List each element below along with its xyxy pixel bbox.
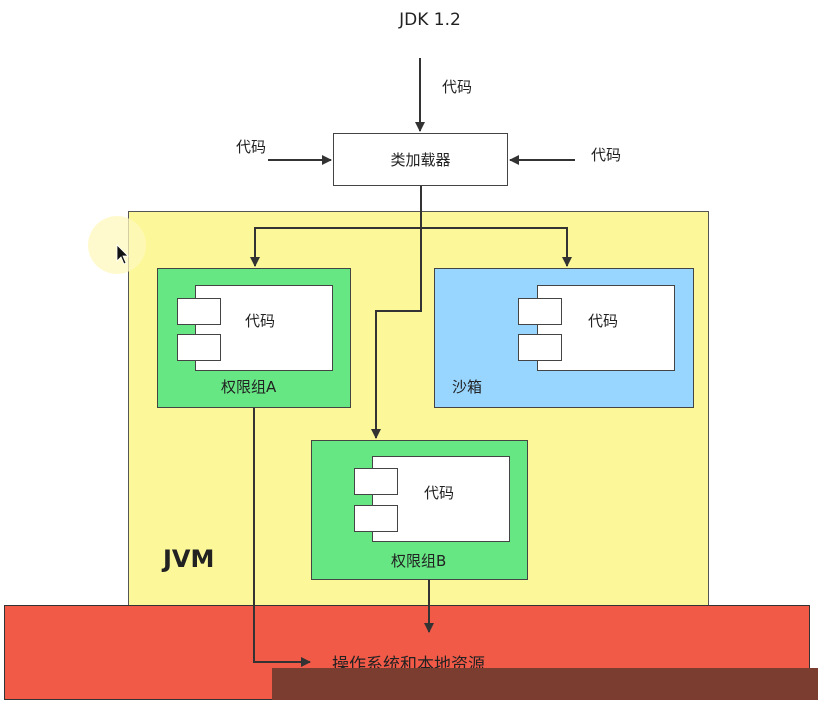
sandbox-label: 沙箱 bbox=[452, 378, 483, 396]
jvm-label: JVM bbox=[163, 545, 215, 573]
mouse-pointer-icon bbox=[116, 244, 129, 265]
code-label-sandbox: 代码 bbox=[588, 312, 619, 330]
component-port-icon bbox=[177, 298, 221, 325]
code-input-left-label: 代码 bbox=[236, 138, 267, 156]
code-label-a: 代码 bbox=[245, 312, 276, 330]
arrow-to-group-a bbox=[250, 186, 422, 267]
component-port-icon bbox=[177, 334, 221, 361]
component-port-icon bbox=[354, 468, 398, 495]
component-port-icon bbox=[518, 334, 562, 361]
code-input-top-label: 代码 bbox=[442, 78, 473, 96]
code-label-b: 代码 bbox=[424, 484, 455, 502]
component-port-icon bbox=[518, 298, 562, 325]
code-input-right-label: 代码 bbox=[591, 146, 622, 164]
diagram-title: JDK 1.2 bbox=[399, 10, 461, 30]
component-port-icon bbox=[354, 505, 398, 532]
arrow-group-a-to-os bbox=[253, 408, 311, 667]
arrow-to-sandbox bbox=[421, 227, 572, 267]
permission-group-b-label: 权限组B bbox=[391, 552, 447, 570]
class-loader-box: 类加载器 bbox=[333, 133, 508, 186]
caption-overlay-strip bbox=[272, 668, 818, 700]
arrow-to-group-b bbox=[371, 228, 422, 439]
permission-group-a-label: 权限组A bbox=[221, 378, 277, 396]
